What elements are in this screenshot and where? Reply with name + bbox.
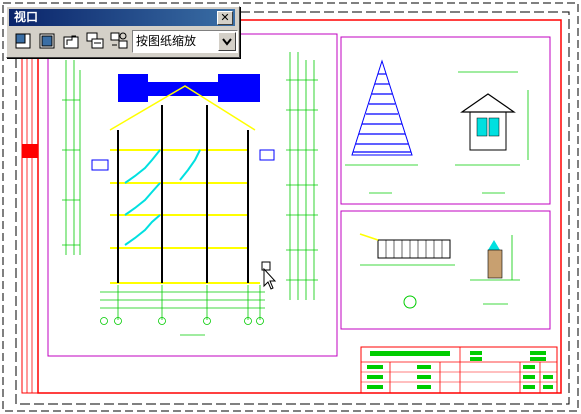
viewport-detail-top[interactable] [340,36,551,205]
detail-kiosk-elevation [460,93,516,151]
detail-dimension-lines [345,71,529,194]
mouse-pointer-icon [263,268,277,290]
toolbar-title: 视口 [14,10,39,24]
single-viewport-icon[interactable] [13,31,33,51]
binding-strip-mark [22,144,38,158]
toolbar-titlebar[interactable]: 视口 ✕ [9,9,235,26]
section-roof [109,74,260,131]
object-to-viewport-icon[interactable] [61,31,81,51]
viewport-detail-bottom[interactable] [340,210,551,330]
detail-post-section [470,235,520,305]
clip-viewport-icon[interactable] [85,31,105,51]
section-walls [117,105,249,283]
title-block[interactable] [360,346,558,394]
detail-bench-elevation [359,233,455,309]
detail-pyramid-roof [351,59,413,156]
viewport-properties-icon[interactable] [109,31,129,51]
section-floor-slabs [110,149,260,284]
crosshair-pickbox [261,261,271,271]
dropdown-button[interactable] [218,32,236,51]
section-dimension-lines [62,52,318,336]
printable-area-outline [15,11,570,405]
chevron-down-icon [222,38,232,46]
binding-strip [21,54,39,394]
section-stairs [124,149,201,246]
viewport-scale-select[interactable]: 按图纸缩放 [132,30,238,53]
drawing-frame [37,19,562,394]
viewports-toolbar[interactable]: 视口 ✕ 按图纸缩放 [6,6,240,58]
close-button[interactable]: ✕ [217,11,233,25]
viewport-scale-value: 按图纸缩放 [136,34,197,48]
polygonal-viewport-icon[interactable] [37,31,57,51]
